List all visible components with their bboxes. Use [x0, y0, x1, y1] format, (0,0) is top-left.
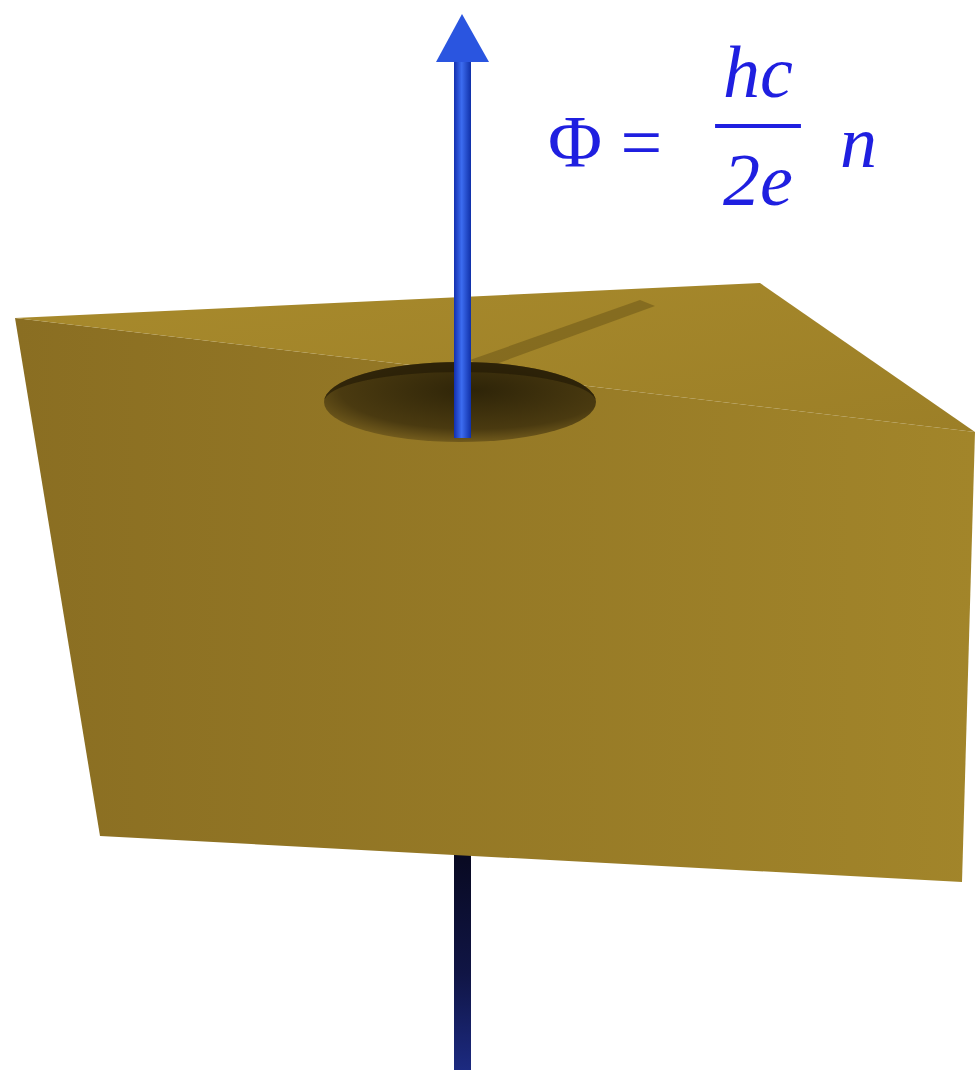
flux-arrow-lower — [454, 830, 471, 1070]
flux-symbol: Φ = — [548, 105, 662, 179]
arrow-shadow — [470, 300, 655, 368]
integer-n: n — [840, 105, 877, 179]
fraction-bar — [715, 124, 801, 128]
fraction-numerator: hc — [723, 35, 793, 109]
fraction-denominator: 2e — [723, 143, 793, 217]
flux-arrow-upper — [454, 58, 471, 438]
flux-arrowhead — [436, 14, 489, 62]
